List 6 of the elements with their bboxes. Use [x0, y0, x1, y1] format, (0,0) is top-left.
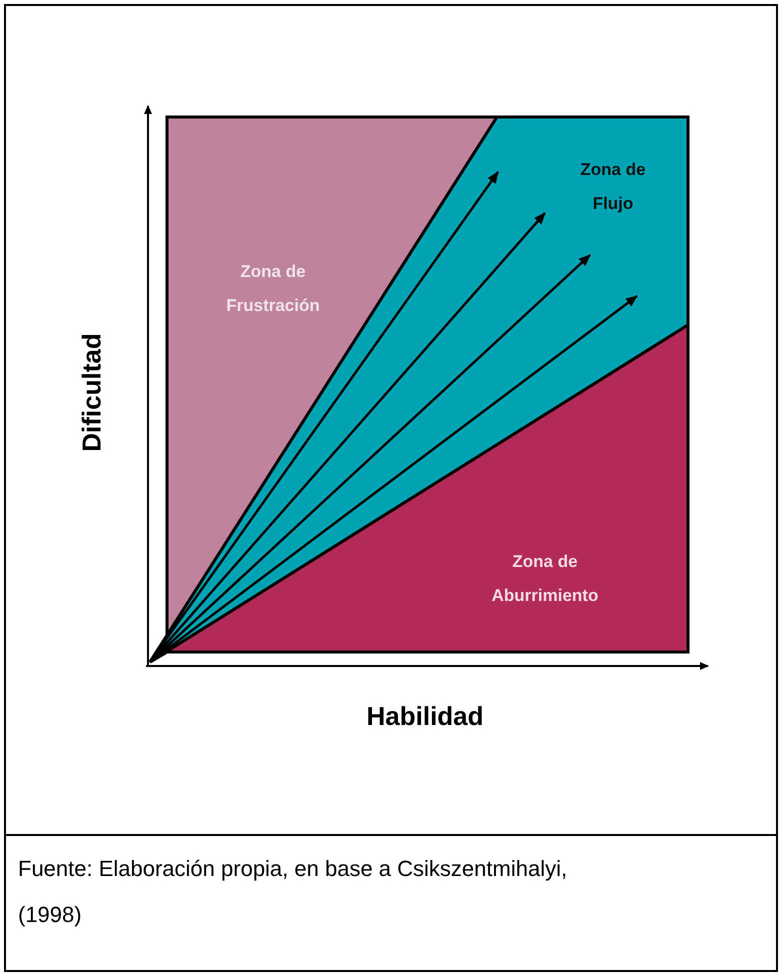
zone-label: Zona de Frustración — [225, 261, 321, 317]
source-note: Fuente: Elaboración propia, en base a Csikszentmihalyi, (1998) — [18, 855, 568, 929]
y-axis-title: Dificultad — [76, 332, 108, 452]
zone-label: Zona de Aburrimiento — [490, 551, 600, 607]
zone-label: Zona de Flujo — [579, 159, 647, 215]
x-axis-title: Habilidad — [366, 700, 484, 732]
